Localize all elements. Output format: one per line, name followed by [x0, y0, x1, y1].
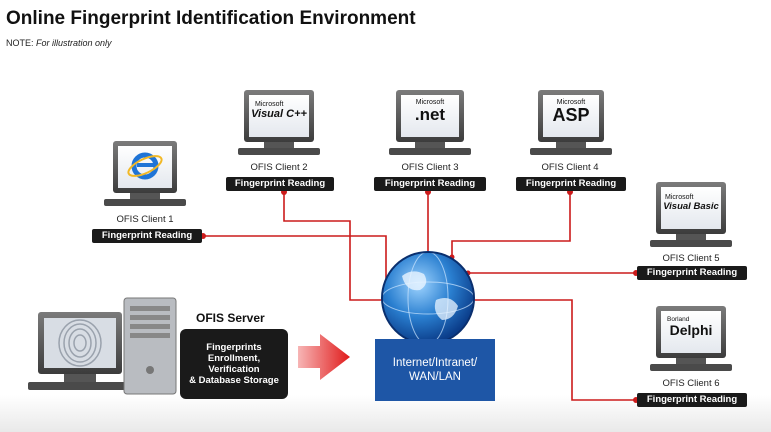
client-4-name: OFIS Client 4 [541, 162, 599, 173]
visual-cpp-big: Visual C++ [251, 108, 307, 120]
client-5-computer [650, 182, 732, 247]
dotnet-small: Microsoft [415, 99, 445, 106]
server-computer [28, 297, 177, 395]
server-label: OFIS Server [196, 311, 265, 325]
client-6-tag: Fingerprint Reading [637, 393, 747, 407]
visual-basic-logo: Microsoft Visual Basic [661, 194, 721, 212]
server-description: Fingerprints Enrollment, Verification & … [180, 329, 288, 399]
delphi-logo: Borland Delphi [661, 316, 721, 338]
client-3-name: OFIS Client 3 [401, 162, 459, 173]
link-client-6 [466, 299, 636, 401]
client-4-tag: Fingerprint Reading [516, 177, 626, 191]
connection-lines [203, 191, 636, 401]
client-6-name: OFIS Client 6 [662, 378, 720, 389]
arrow-icon [298, 334, 350, 380]
diagram-title: Online Fingerprint Identification Enviro… [6, 8, 416, 29]
note-prefix: NOTE: [6, 38, 34, 48]
delphi-small: Borland [667, 316, 690, 323]
client-2-computer [238, 90, 320, 155]
client-1-tag: Fingerprint Reading [92, 229, 202, 243]
client-3-tag: Fingerprint Reading [374, 177, 486, 191]
link-client-4 [451, 191, 571, 257]
dotnet-big: .net [414, 105, 446, 124]
asp-big: ASP [552, 105, 590, 125]
asp-small: Microsoft [556, 99, 586, 106]
illustration-note: NOTE: For illustration only [6, 38, 112, 48]
visual-cpp-small: Microsoft [255, 101, 284, 108]
visual-cpp-logo: Microsoft Visual C++ [249, 101, 309, 120]
note-text: For illustration only [36, 38, 112, 48]
dotnet-logo: Microsoft .net [401, 99, 459, 124]
internet-explorer-icon [127, 152, 163, 180]
client-1-name: OFIS Client 1 [116, 214, 174, 225]
globe-icon [381, 251, 475, 345]
fingerprint-icon [58, 319, 102, 367]
network-box: Internet/Intranet/ WAN/LAN [375, 339, 495, 401]
client-2-name: OFIS Client 2 [250, 162, 308, 173]
visual-basic-big: Visual Basic [663, 201, 719, 212]
client-6-computer [650, 306, 732, 371]
link-client-2 [283, 191, 392, 301]
link-client-1 [203, 235, 387, 296]
asp-logo: Microsoft ASP [543, 99, 599, 125]
network-label: Internet/Intranet/ WAN/LAN [392, 357, 478, 383]
visual-basic-small: Microsoft [665, 194, 694, 201]
delphi-big: Delphi [669, 322, 713, 338]
client-5-name: OFIS Client 5 [662, 253, 720, 264]
client-5-tag: Fingerprint Reading [637, 266, 747, 280]
server-description-text: Fingerprints Enrollment, Verification & … [189, 342, 279, 386]
client-2-tag: Fingerprint Reading [226, 177, 334, 191]
client-4-computer [530, 90, 612, 155]
client-3-computer [389, 90, 471, 155]
